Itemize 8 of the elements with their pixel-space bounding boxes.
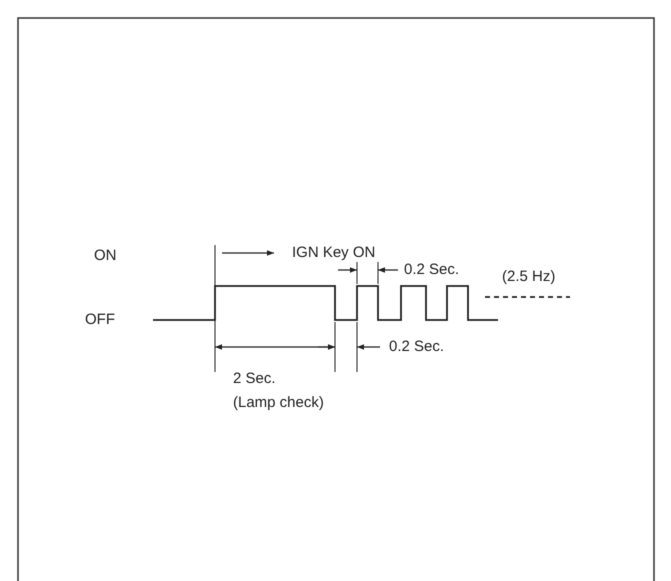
time-label: 2 Sec. (233, 370, 276, 388)
time-label: 0.2 Sec. (389, 338, 444, 356)
time-label: 0.2 Sec. (404, 261, 460, 279)
frequency-label: (2.5 Hz) (502, 268, 556, 286)
level-label: OFF (85, 311, 115, 329)
signal-label: IGN Key ON (292, 244, 376, 262)
level-label: ON (94, 247, 116, 265)
note-label: (Lamp check) (233, 394, 324, 412)
